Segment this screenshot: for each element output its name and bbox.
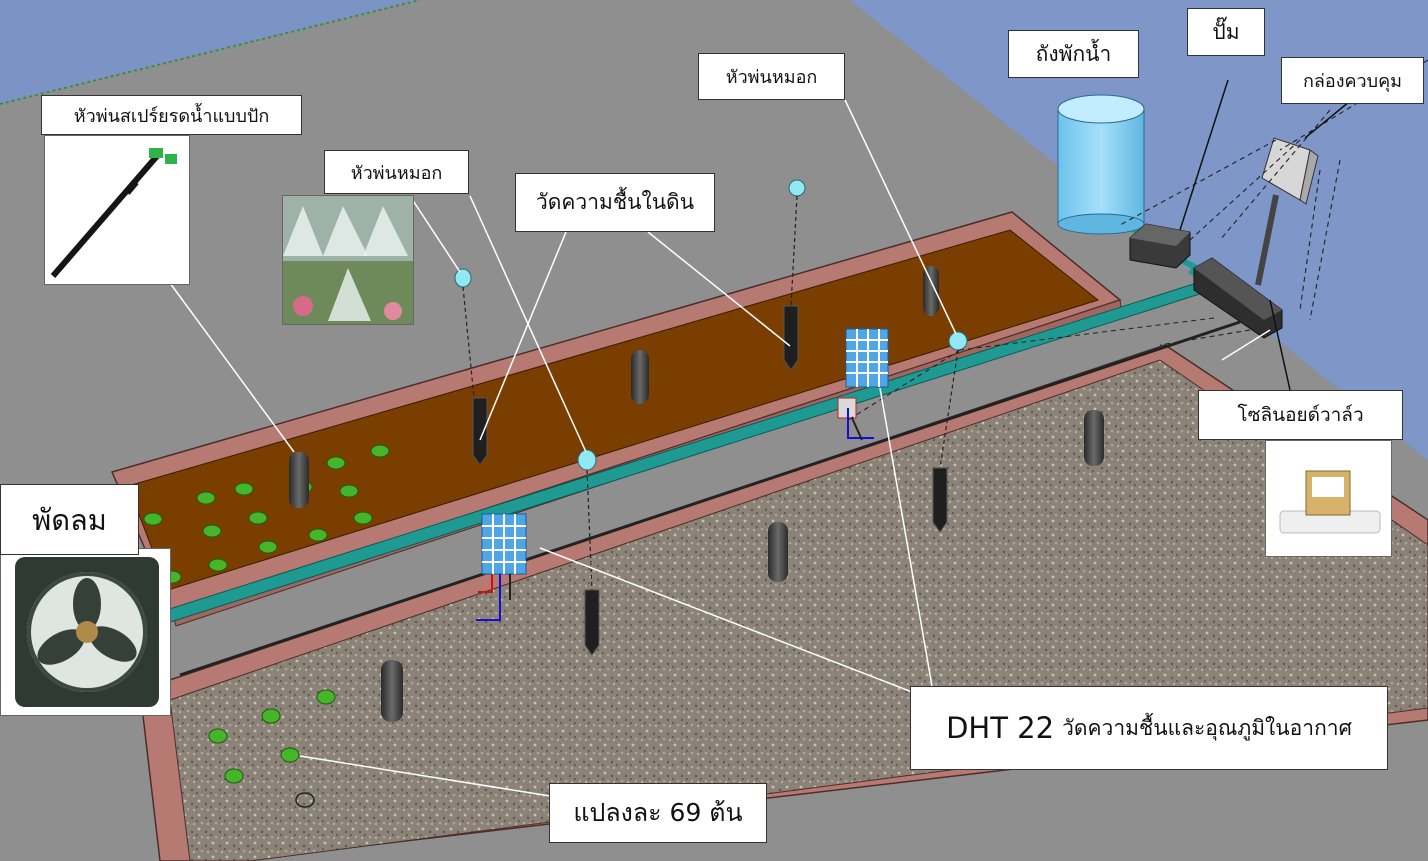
- dht22-sensor-lower: [476, 513, 527, 621]
- mist-photo: [282, 195, 414, 325]
- label-pump: ปั๊ม: [1187, 8, 1265, 56]
- leader-lines: [169, 99, 1271, 797]
- label-plants-per-bed: แปลงละ 69 ต้น: [549, 783, 767, 843]
- label-fan: พัดลม: [0, 484, 139, 555]
- dht22-sensor-upper: [837, 328, 889, 419]
- sprinkler-icon: [44, 135, 190, 285]
- mist-nozzles: [454, 179, 968, 471]
- solenoid-valve-photo: [1265, 440, 1392, 557]
- dht-wires-upper: [847, 408, 874, 441]
- plant-hole: [295, 792, 315, 808]
- label-control-box: กล่องควบคุม: [1281, 57, 1424, 104]
- spray-stakes: [289, 266, 1104, 722]
- plants-gravel-bed: [208, 689, 336, 784]
- nozzle-drop-lines: [462, 195, 959, 591]
- label-mist-nozzle-top: หัวพ่นหมอก: [698, 53, 845, 100]
- label-sprinkler-stake: หัวพ่นสเปร์ยรดน้ำแบบปัก: [41, 95, 302, 135]
- dht-model: DHT 22: [946, 711, 1055, 745]
- pump-shape: [1129, 223, 1191, 269]
- label-dht22: DHT 22 วัดความชื้นและอุณภูมิในอากาศ: [910, 686, 1388, 770]
- water-tank-shape: [1057, 94, 1145, 235]
- label-mist-nozzle-left: หัวพ่นหมอก: [324, 150, 469, 194]
- fan-photo: [0, 548, 171, 716]
- soil-moisture-probes: [472, 305, 948, 656]
- dht-description: วัดความชื้นและอุณภูมิในอากาศ: [1062, 715, 1352, 740]
- control-box-shape: [1255, 137, 1319, 286]
- label-soil-moisture: วัดความชื้นในดิน: [515, 173, 715, 232]
- label-solenoid-valve: โซลินอยด์วาล์ว: [1198, 390, 1403, 440]
- solenoid-valve-shape: [1193, 257, 1283, 339]
- label-water-tank: ถังพักน้ำ: [1008, 30, 1139, 78]
